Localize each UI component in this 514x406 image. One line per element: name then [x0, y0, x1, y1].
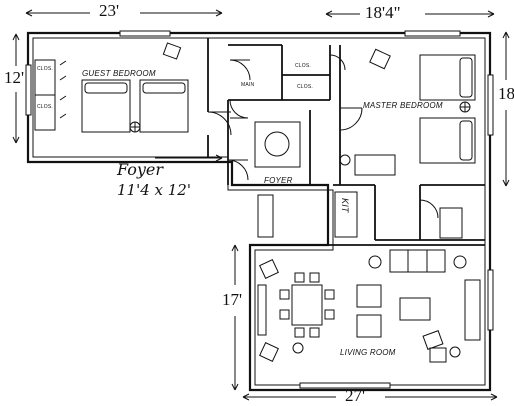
guest-closet-label-2: CLOS.	[37, 104, 54, 110]
master-bedroom-label: MASTER BEDROOM	[363, 101, 443, 110]
living-room-furniture	[257, 249, 481, 363]
doors	[207, 54, 439, 219]
master-bedroom-furniture	[339, 48, 476, 176]
foyer-annotation-arrow	[155, 154, 223, 162]
dimension-bottom-living: 27'	[345, 386, 366, 405]
main-bath-label: MAIN	[241, 82, 255, 88]
dimension-top-right: 18'4"	[365, 3, 401, 22]
foyer-note-title: Foyer	[117, 160, 164, 179]
guest-closet-label-1: CLOS.	[37, 66, 54, 72]
kitchen-fixtures	[334, 191, 463, 239]
foyer-furniture	[254, 121, 301, 238]
guest-bedroom-label: GUEST BEDROOM	[82, 69, 156, 78]
closet-label-2: CLOS.	[297, 84, 314, 90]
windows	[25, 30, 494, 389]
interior-walls	[207, 38, 485, 246]
foyer-note-size: 11'4 x 12'	[117, 181, 191, 199]
dimension-left-guest: 12'	[4, 68, 25, 87]
dimension-right-master: 18'	[498, 84, 514, 103]
kitchen-label: KIT	[340, 198, 350, 213]
dimension-top-left: 23'	[99, 1, 120, 20]
closet-label-1: CLOS.	[295, 63, 312, 69]
guest-bedroom-furniture	[34, 42, 189, 133]
foyer-label: FOYER	[264, 176, 293, 185]
living-room-label: LIVING ROOM	[340, 348, 396, 357]
dimension-left-living: 17'	[222, 290, 243, 309]
dimension-lines	[12, 9, 510, 401]
